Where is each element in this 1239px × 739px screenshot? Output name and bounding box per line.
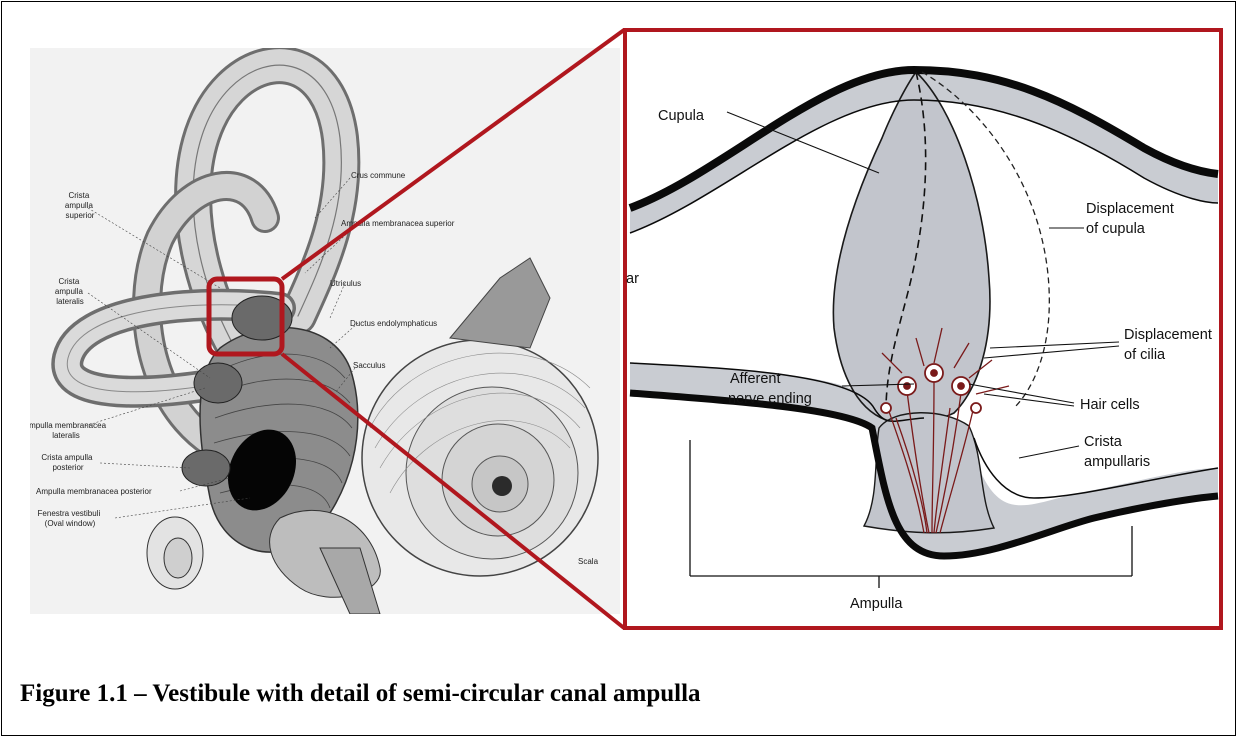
label-cut-off-text: ar: [626, 271, 639, 287]
label-cupula: Cupula: [658, 108, 705, 124]
figure-caption: Figure 1.1 – Vestibule with detail of se…: [20, 680, 701, 708]
label-fenestra-vestibuli: Fenestra vestibuli (Oval window): [38, 509, 103, 528]
label-crus-commune: Crus commune: [351, 171, 406, 180]
label-ductus-endolymphaticus: Ductus endolymphaticus: [350, 319, 437, 328]
label-hair-cells: Hair cells: [1080, 397, 1140, 413]
label-ampulla-membranacea-superior: Ampulla membranacea superior: [341, 219, 455, 228]
label-sacculus: Sacculus: [353, 361, 385, 370]
label-scala: Scala: [578, 557, 599, 566]
vestibule-illustration: Crista ampulla superior Crus commune Amp…: [30, 48, 620, 614]
label-ampulla: Ampulla: [850, 596, 903, 612]
label-crista-ampulla-superior: Crista ampulla superior: [65, 191, 95, 220]
ampulla-detail-diagram: Cupula Displacement of cupula ar Displac…: [624, 28, 1222, 630]
label-utriculus: Utriculus: [330, 279, 361, 288]
label-ampulla-membranacea-posterior: Ampulla membranacea posterior: [36, 487, 152, 496]
label-crista-ampulla-lateralis: Crista ampulla lateralis: [55, 277, 85, 306]
